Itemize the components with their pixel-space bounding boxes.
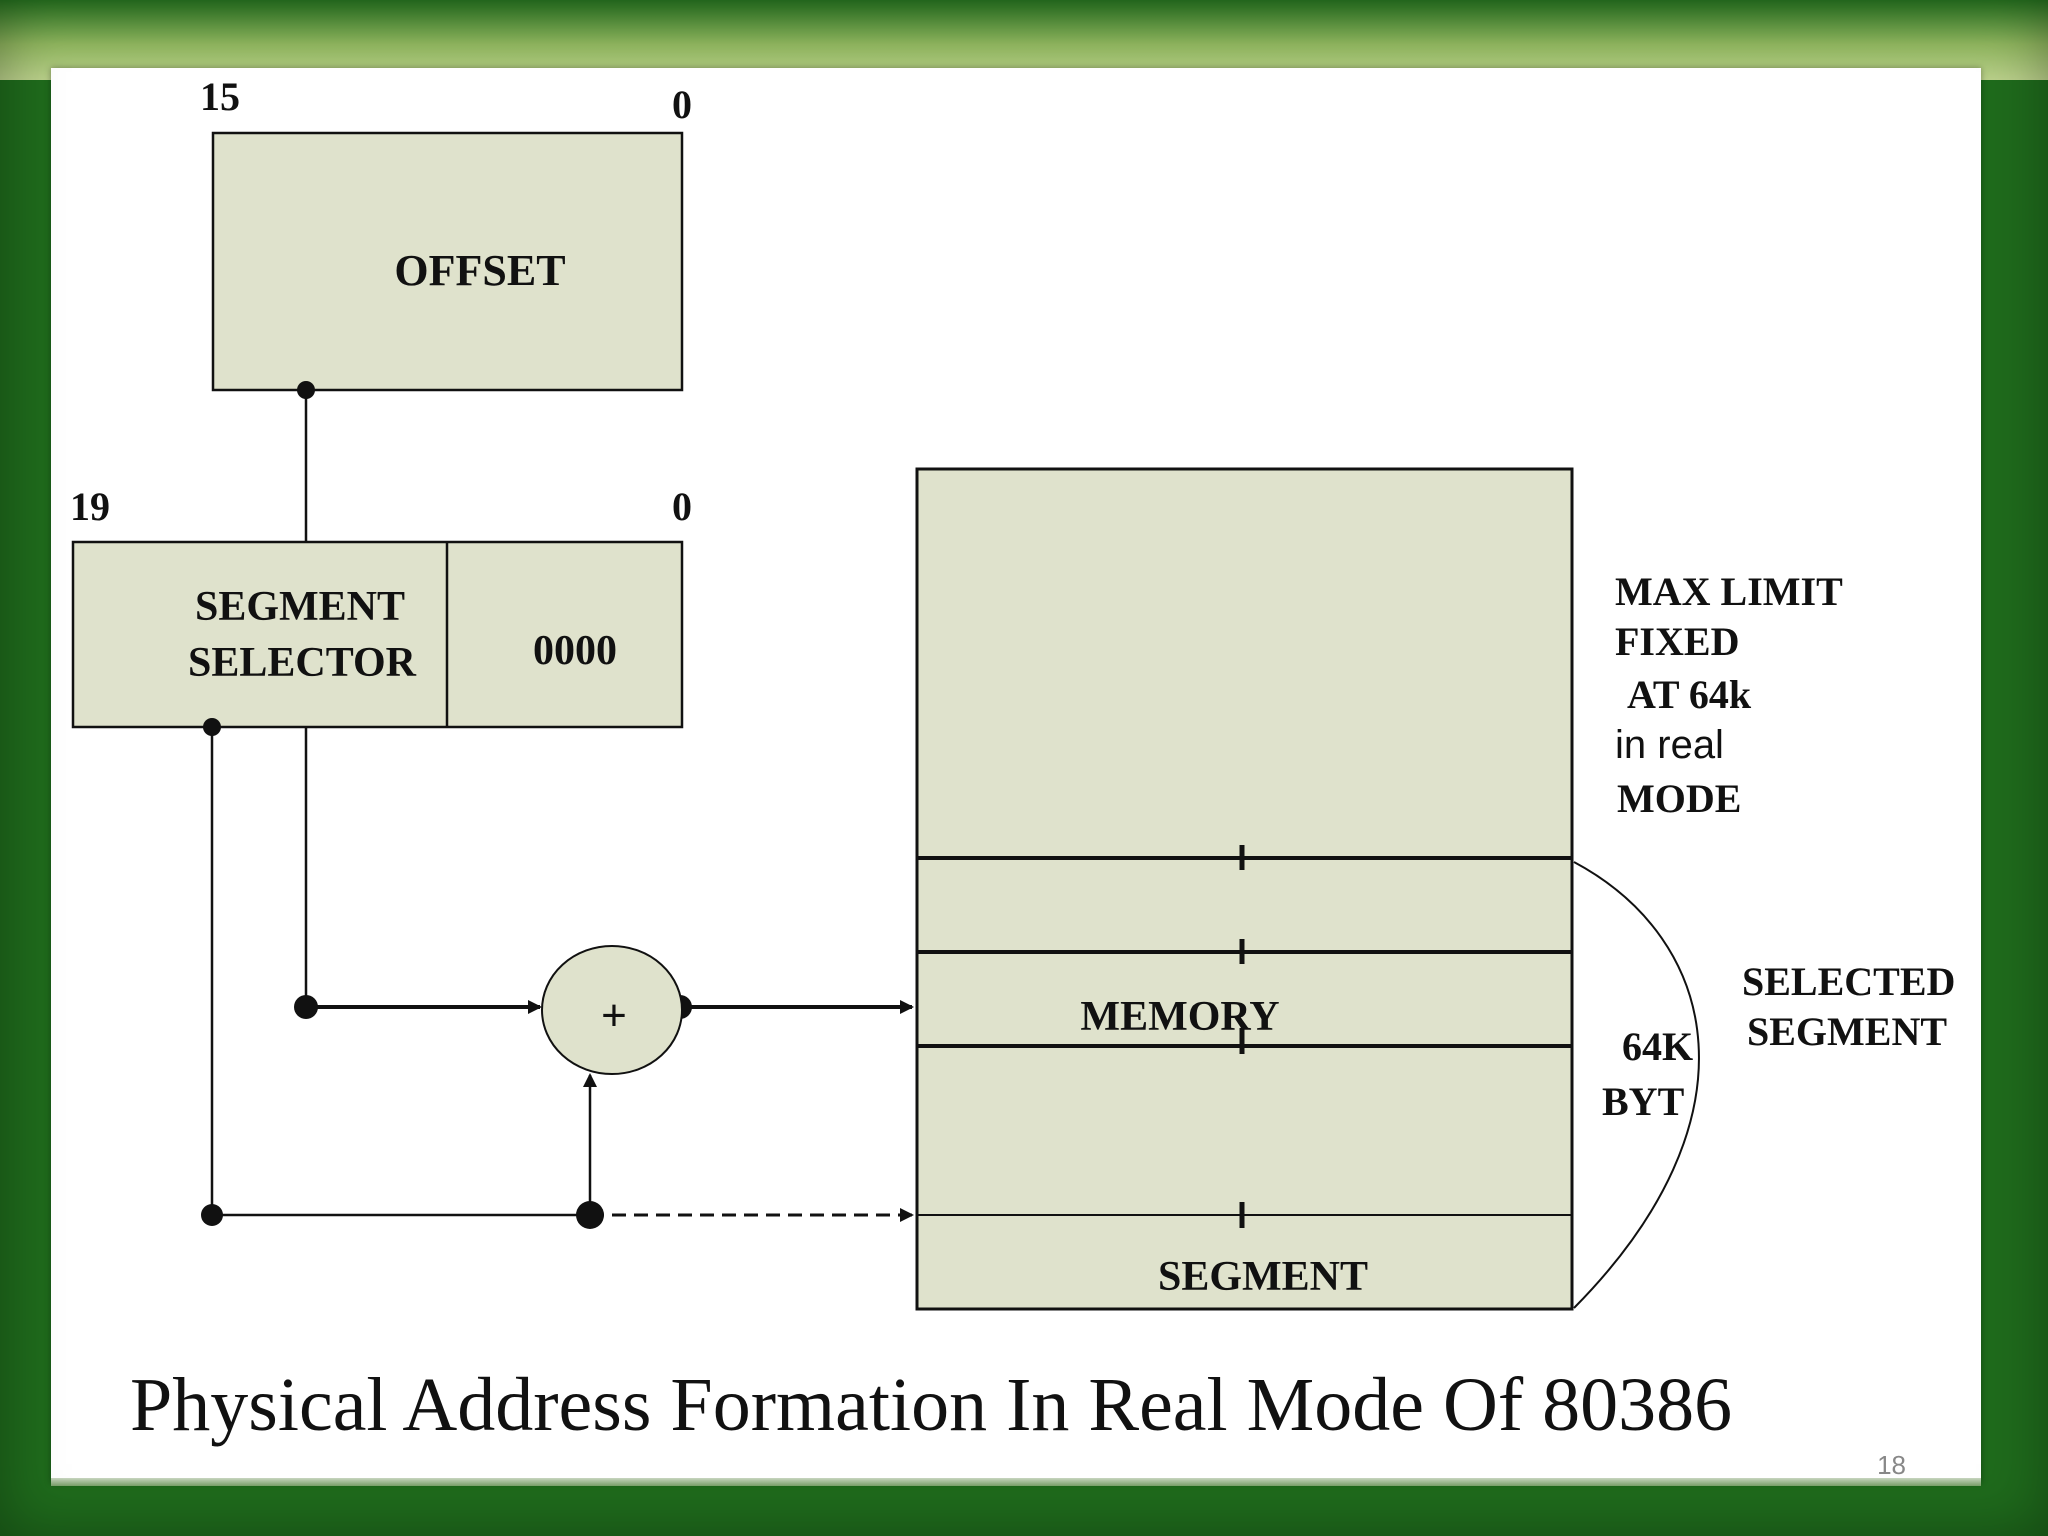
junction-dots: [201, 381, 692, 1229]
size-note-line1: 64K: [1622, 1024, 1693, 1069]
slide-number: 18: [1877, 1450, 1906, 1480]
memory-label: MEMORY: [1080, 994, 1279, 1040]
diagram-caption: Physical Address Formation In Real Mode …: [130, 1363, 1732, 1447]
limit-note-line1: MAX LIMIT: [1615, 569, 1843, 614]
segment-bit-high: 19: [70, 484, 110, 529]
segment-label: SEGMENT: [1158, 1254, 1368, 1300]
segment-register-box: [71, 540, 684, 729]
offset-register: OFFSET 15 0: [200, 74, 692, 392]
slide-top-glow: [0, 0, 2048, 80]
selected-segment-brace: [1573, 861, 1700, 1309]
junction-dot: [297, 381, 315, 399]
adder: +: [541, 945, 683, 1075]
junction-dot: [201, 1204, 223, 1226]
slide-bottom-band: [51, 1478, 1981, 1486]
junction-dot: [576, 1201, 604, 1229]
offset-label: OFFSET: [394, 246, 565, 295]
junction-dot: [203, 718, 221, 736]
size-note-line2: BYT: [1602, 1079, 1685, 1124]
limit-note: MAX LIMIT FIXED AT 64k in real MODE: [1615, 569, 1843, 821]
offset-box: [211, 131, 684, 392]
segment-register: SEGMENT SELECTOR 0000 19 0: [70, 484, 692, 729]
offset-bit-low: 0: [672, 82, 692, 127]
junction-dot: [294, 995, 318, 1019]
memory-box: [915, 467, 1574, 1311]
limit-note-line5: MODE: [1617, 776, 1741, 821]
memory-block: MEMORY SEGMENT: [915, 467, 1574, 1311]
selected-note-line2: SEGMENT: [1747, 1009, 1947, 1054]
limit-note-line4: in real: [1615, 723, 1724, 767]
segment-bit-low: 0: [672, 484, 692, 529]
connection-lines: [210, 390, 914, 1222]
limit-note-line3: AT 64k: [1627, 672, 1752, 717]
adder-plus-symbol: +: [601, 991, 627, 1040]
offset-bit-high: 15: [200, 74, 240, 119]
segment-selector-label-line1: SEGMENT: [195, 584, 405, 630]
segment-zeros-label: 0000: [533, 628, 617, 674]
size-note: 64K BYT: [1602, 1024, 1693, 1124]
selected-note-line1: SELECTED: [1742, 959, 1955, 1004]
segment-selector-label-line2: SELECTOR: [188, 640, 417, 686]
selected-segment-note: SELECTED SEGMENT: [1742, 959, 1955, 1054]
adder-circle: [541, 945, 683, 1075]
limit-note-line2: FIXED: [1615, 619, 1739, 664]
